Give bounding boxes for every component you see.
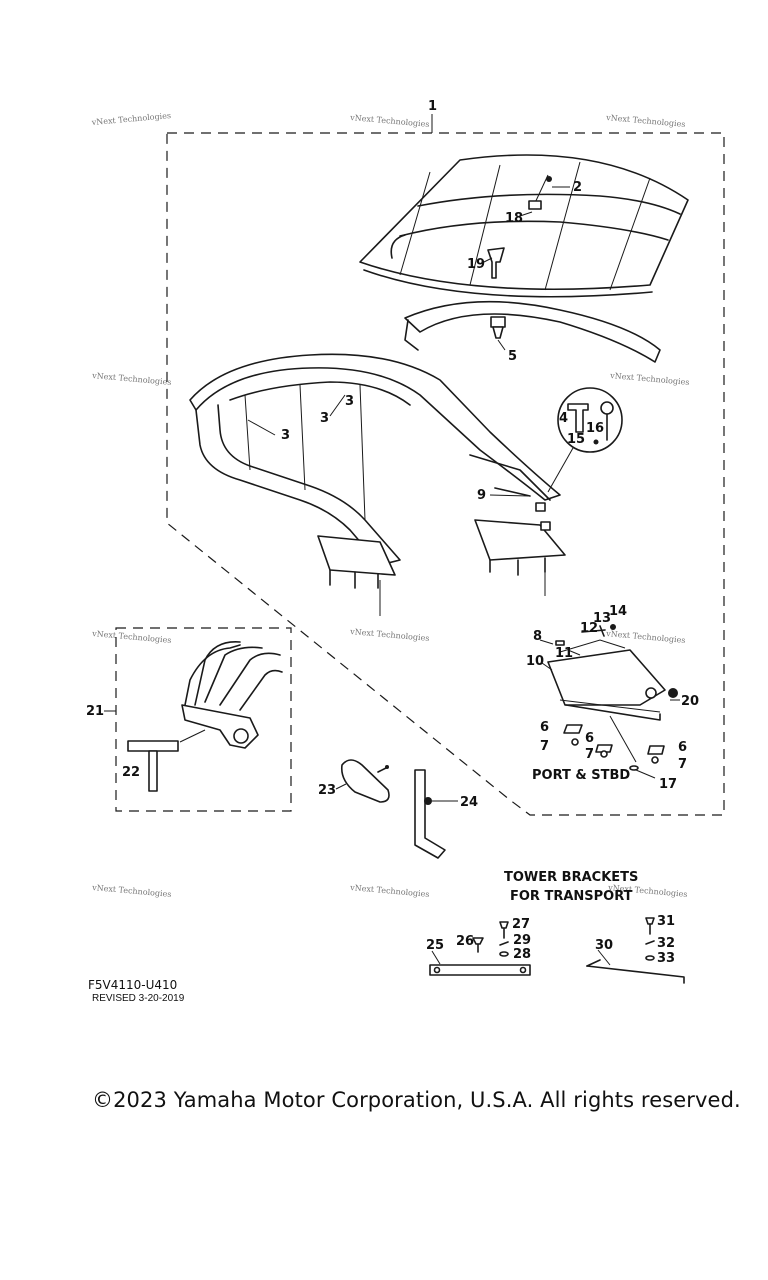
callout-12: 12 bbox=[580, 621, 598, 636]
board-rack bbox=[127, 641, 283, 792]
callout-33: 33 bbox=[657, 951, 675, 966]
callout-23: 23 bbox=[318, 783, 336, 798]
copyright-notice: ©2023 Yamaha Motor Corporation, U.S.A. A… bbox=[92, 1088, 741, 1112]
callout-18: 18 bbox=[505, 211, 523, 226]
watermark: vNext Technologies bbox=[349, 627, 430, 643]
callout-3: 3 bbox=[281, 428, 290, 443]
callout-20: 20 bbox=[681, 694, 699, 709]
callout-3: 3 bbox=[345, 394, 354, 409]
callout-22: 22 bbox=[122, 765, 140, 780]
callout-3: 3 bbox=[320, 411, 329, 426]
tower-arch bbox=[189, 353, 566, 616]
callout-29: 29 bbox=[513, 933, 531, 948]
watermark: vNext Technologies bbox=[91, 883, 172, 899]
callout-7: 7 bbox=[585, 747, 594, 762]
watermark: vNext Technologies bbox=[90, 111, 171, 127]
watermark: vNext Technologies bbox=[609, 371, 690, 387]
watermark: vNext Technologies bbox=[349, 883, 430, 899]
callout-14: 14 bbox=[609, 604, 627, 619]
callout-15: 15 bbox=[567, 432, 585, 447]
callout-19: 19 bbox=[467, 257, 485, 272]
callout-16: 16 bbox=[586, 421, 604, 436]
watermark: vNext Technologies bbox=[349, 113, 430, 129]
callout-21: 21 bbox=[86, 704, 104, 719]
mirror-bracket bbox=[414, 769, 458, 859]
callout-4: 4 bbox=[559, 411, 568, 426]
assembly-boundary bbox=[166, 132, 725, 816]
callout-32: 32 bbox=[657, 936, 675, 951]
callout-28: 28 bbox=[513, 947, 531, 962]
watermark: vNext Technologies bbox=[91, 371, 172, 387]
callout-6: 6 bbox=[540, 720, 549, 735]
bracket-detail bbox=[547, 624, 678, 779]
callout-7: 7 bbox=[678, 757, 687, 772]
callout-6: 6 bbox=[585, 731, 594, 746]
leader-lines bbox=[247, 186, 680, 701]
callout-11: 11 bbox=[555, 646, 573, 661]
transport-title-line2: FOR TRANSPORT bbox=[510, 889, 633, 904]
callout-5: 5 bbox=[508, 349, 517, 364]
port-stbd-label: PORT & STBD bbox=[532, 768, 630, 783]
transport-title-line1: TOWER BRACKETS bbox=[504, 870, 638, 885]
rack-box bbox=[115, 627, 292, 812]
callouts: 1 2 18 19 5 3 3 3 4 16 15 9 8 11 12 13 1… bbox=[86, 99, 699, 966]
watermark: vNext Technologies bbox=[605, 113, 686, 129]
bimini-top bbox=[359, 154, 689, 298]
callout-1: 1 bbox=[428, 99, 437, 114]
callout-26: 26 bbox=[456, 934, 474, 949]
callout-25: 25 bbox=[426, 938, 444, 953]
callout-9: 9 bbox=[477, 488, 486, 503]
callout-7: 7 bbox=[540, 739, 549, 754]
callout-8: 8 bbox=[533, 629, 542, 644]
callout-27: 27 bbox=[512, 917, 530, 932]
callout-13: 13 bbox=[593, 611, 611, 626]
callout-10: 10 bbox=[526, 654, 544, 669]
mirror bbox=[335, 759, 390, 803]
callout-31: 31 bbox=[657, 914, 675, 929]
pin-detail bbox=[547, 387, 623, 493]
callout-6: 6 bbox=[678, 740, 687, 755]
watermark: vNext Technologies bbox=[91, 629, 172, 645]
document-code: F5V4110-U410 bbox=[88, 978, 178, 992]
rear-bar bbox=[404, 300, 661, 363]
callout-17: 17 bbox=[659, 777, 677, 792]
callout-24: 24 bbox=[460, 795, 478, 810]
callout-30: 30 bbox=[595, 938, 613, 953]
watermark: vNext Technologies bbox=[605, 629, 686, 645]
transport-brackets bbox=[429, 917, 685, 984]
revision-date: REVISED 3-20-2019 bbox=[92, 993, 185, 1004]
callout-2: 2 bbox=[573, 180, 582, 195]
